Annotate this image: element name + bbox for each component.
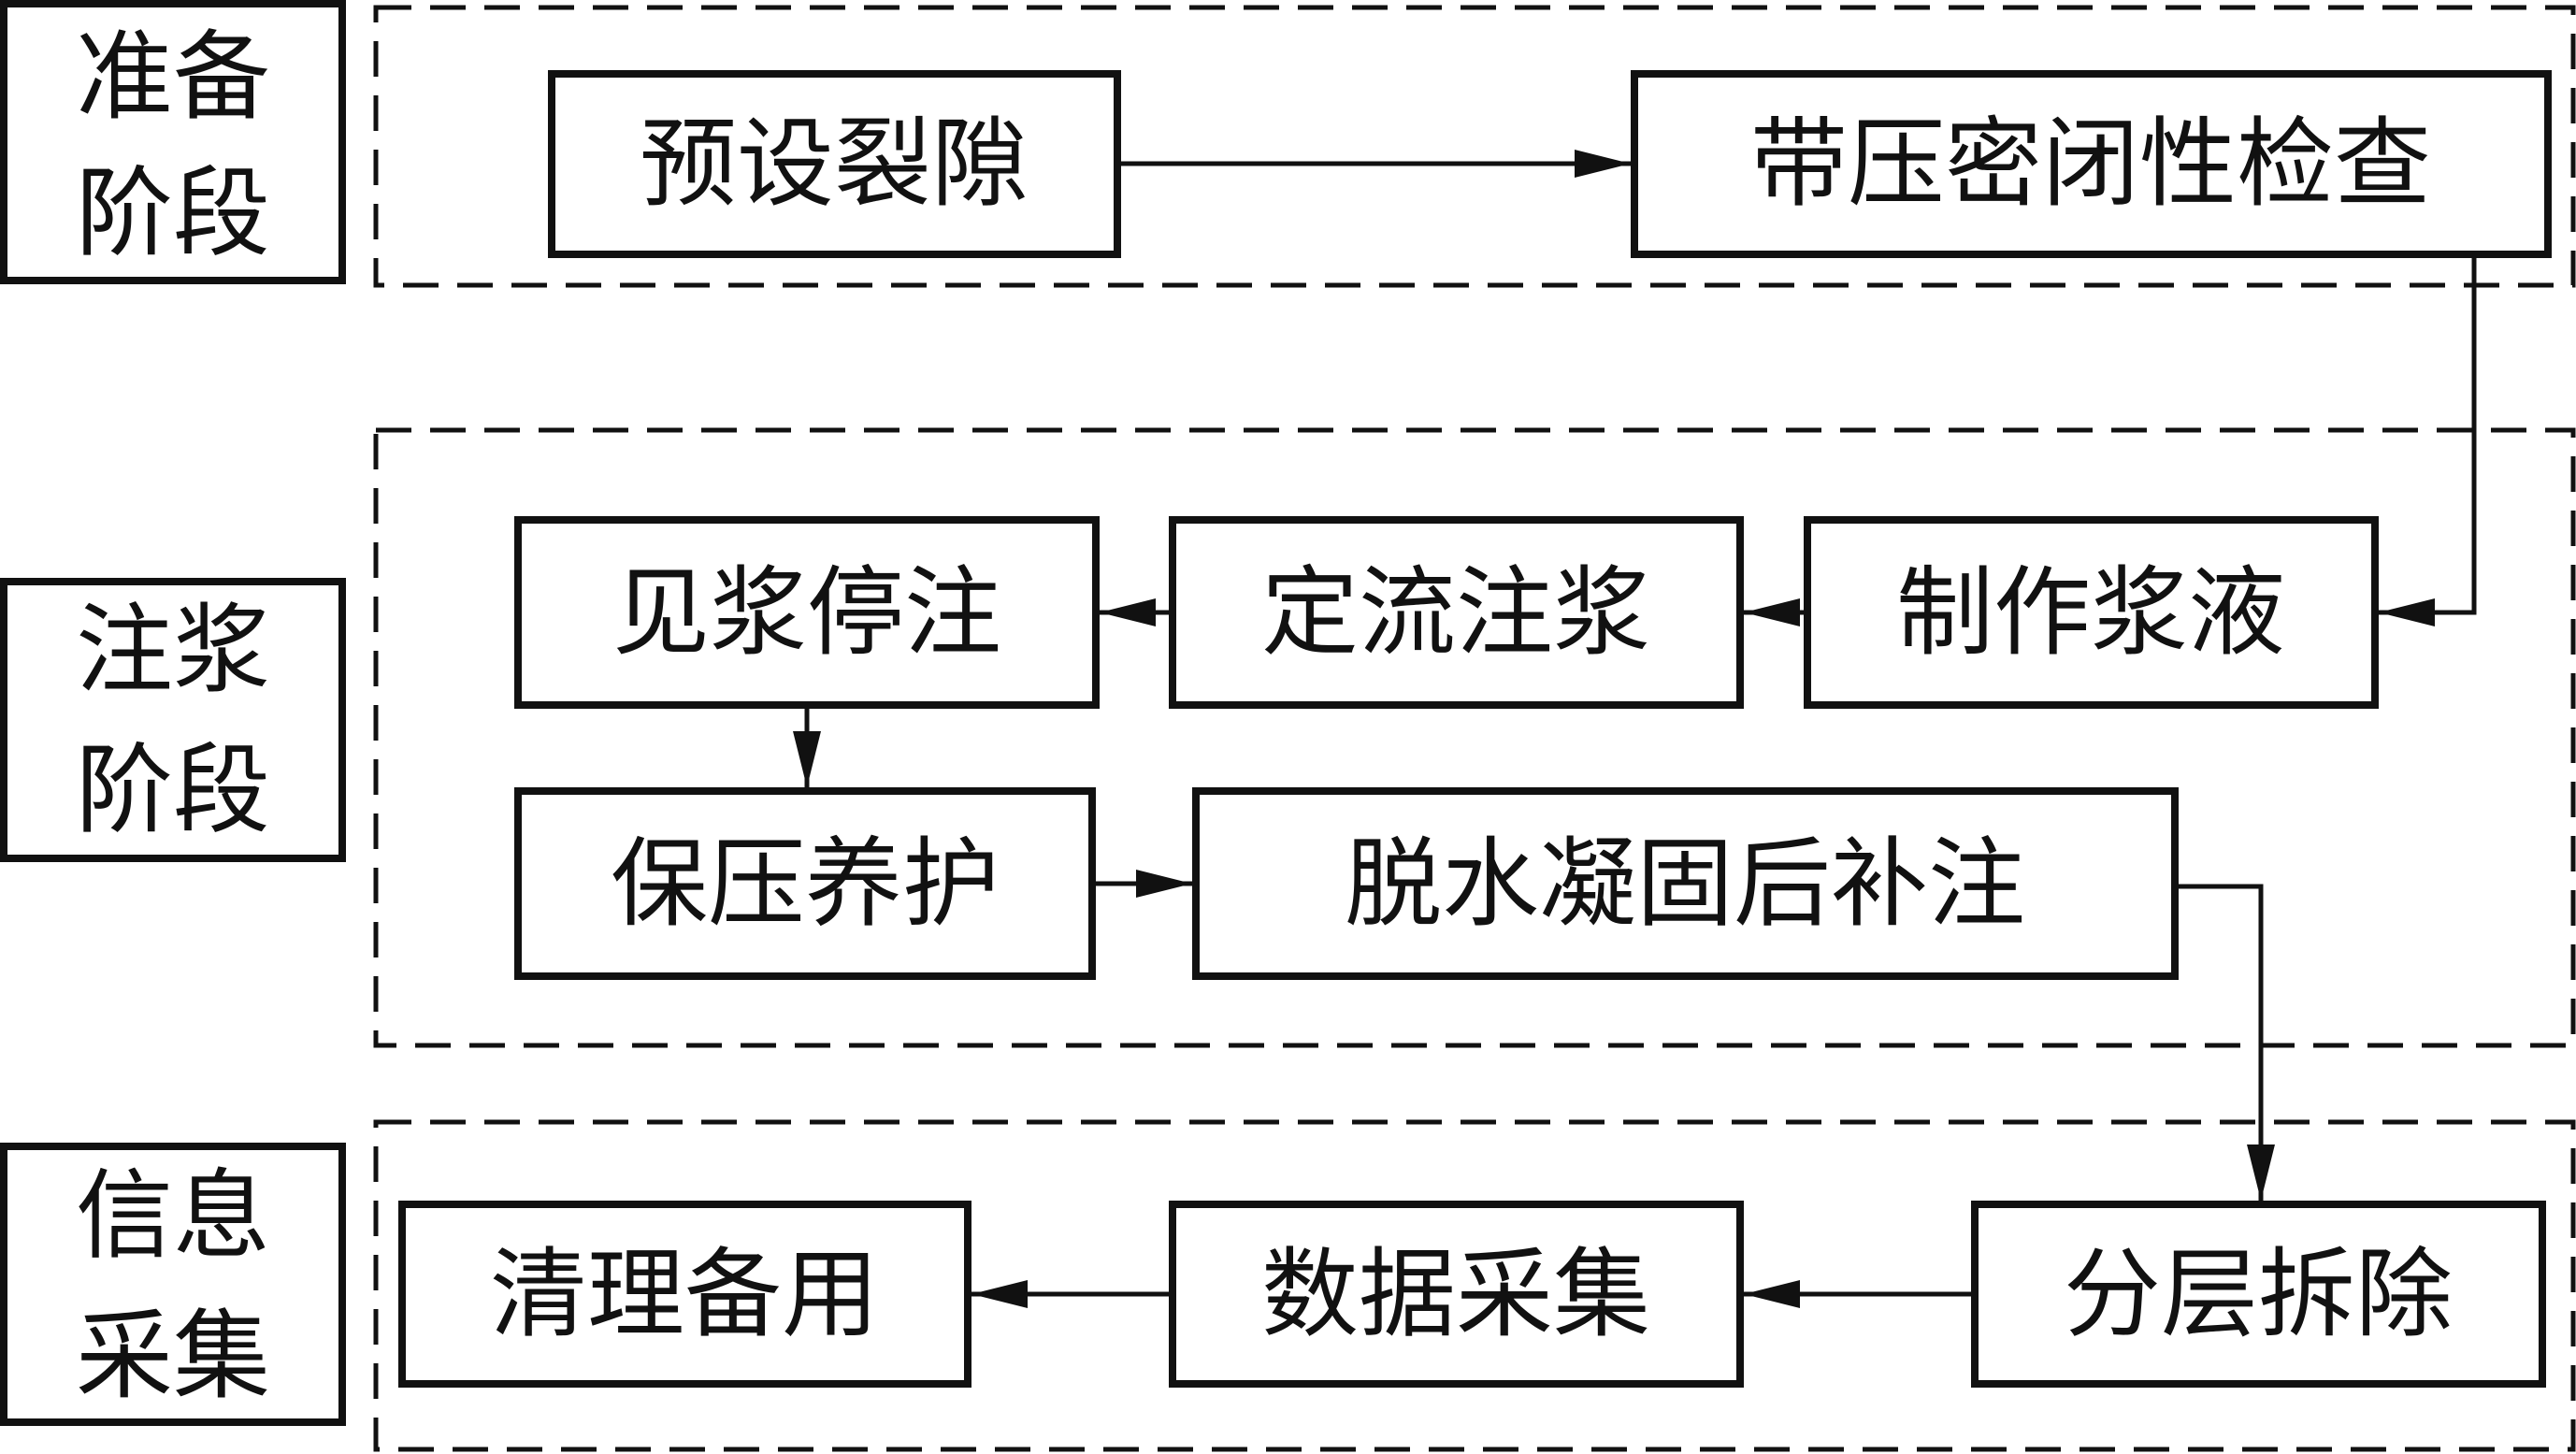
- step-preset-crack-label: 预设裂隙: [640, 107, 1029, 221]
- step-hold-pressure-label: 保压养护: [611, 827, 1000, 941]
- prep-stage-line-2: 阶段: [76, 156, 270, 270]
- step-constant-flow: 定流注浆: [1169, 516, 1744, 709]
- step-data-collection: 数据采集: [1169, 1201, 1744, 1388]
- info-stage-line-2: 采集: [76, 1299, 270, 1413]
- grout-stage-line-2: 阶段: [76, 733, 270, 847]
- arrow-supplement-to-removal: [2175, 884, 2275, 1201]
- step-stop-on-slurry: 见浆停注: [514, 516, 1100, 709]
- step-hold-pressure: 保压养护: [514, 787, 1096, 980]
- info-stage-line-1: 信息: [76, 1159, 270, 1273]
- step-preset-crack: 预设裂隙: [548, 70, 1121, 258]
- step-cleanup-label: 清理备用: [490, 1237, 879, 1351]
- step-cleanup: 清理备用: [398, 1201, 971, 1388]
- step-make-slurry-label: 制作浆液: [1896, 555, 2285, 669]
- step-constant-flow-label: 定流注浆: [1261, 555, 1650, 669]
- step-pressure-check: 带压密闭性检查: [1631, 70, 2552, 258]
- info-stage-group: [373, 1119, 2576, 1452]
- info-stage-label: 信息 采集: [0, 1143, 346, 1426]
- prep-stage-group: [373, 5, 2576, 288]
- grout-stage-label: 注浆 阶段: [0, 578, 346, 862]
- step-supplement-grout-label: 脱水凝固后补注: [1345, 827, 2025, 941]
- step-pressure-check-label: 带压密闭性检查: [1750, 107, 2431, 221]
- step-supplement-grout: 脱水凝固后补注: [1192, 787, 2179, 980]
- step-make-slurry: 制作浆液: [1804, 516, 2379, 709]
- grout-stage-group: [373, 427, 2576, 1048]
- step-stop-on-slurry-label: 见浆停注: [612, 555, 1001, 669]
- grout-stage-line-1: 注浆: [76, 593, 270, 707]
- arrow-check-to-slurry: [2379, 254, 2477, 626]
- step-layer-removal: 分层拆除: [1971, 1201, 2546, 1388]
- step-data-collection-label: 数据采集: [1261, 1237, 1650, 1351]
- step-layer-removal-label: 分层拆除: [2064, 1237, 2453, 1351]
- prep-stage-label: 准备 阶段: [0, 0, 346, 284]
- prep-stage-line-1: 准备: [76, 20, 270, 134]
